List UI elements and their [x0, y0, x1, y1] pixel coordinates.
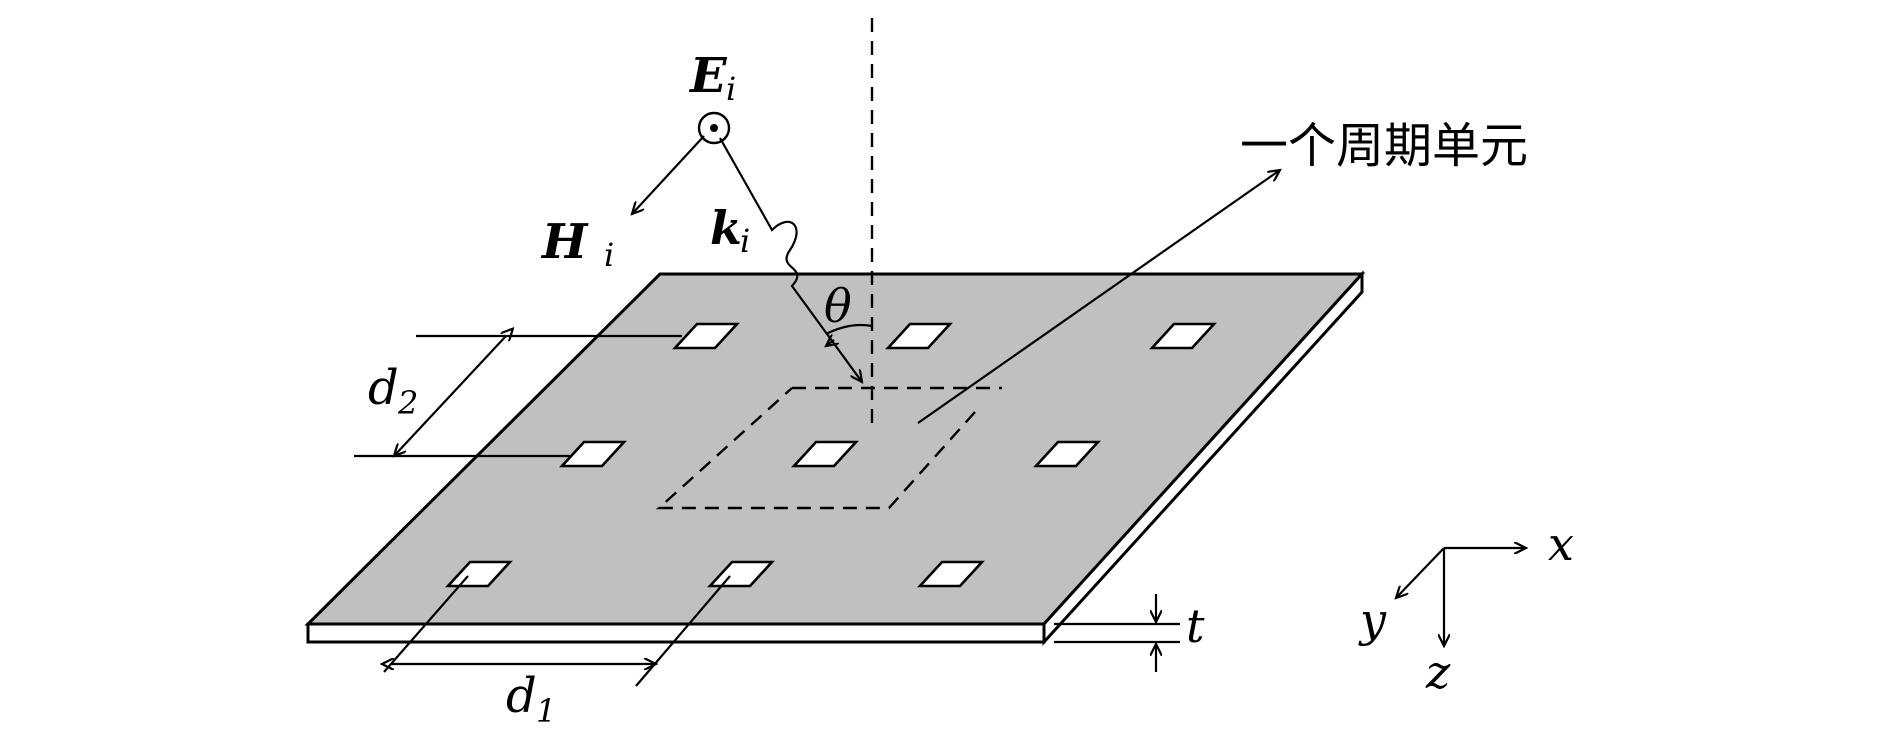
e-field-symbol-icon	[697, 111, 731, 145]
period-y-label: d	[368, 360, 399, 416]
aperture	[885, 322, 953, 350]
thickness-label: t	[1186, 599, 1205, 653]
dimension-arrow	[394, 336, 506, 456]
angle-arc	[825, 323, 873, 335]
period-y-subscript: 2	[397, 384, 418, 422]
angle-arc-arrow	[826, 340, 834, 346]
y-axis-label: y	[1358, 593, 1387, 647]
period-x-dimension: d 1	[383, 575, 731, 730]
e-field-dot-icon	[710, 124, 718, 132]
aperture	[917, 560, 985, 588]
angle-label: θ	[824, 279, 852, 333]
incident-wave	[632, 111, 873, 382]
h-field-subscript: i	[604, 236, 614, 274]
h-field-label: H	[540, 214, 589, 270]
e-field-subscript: i	[726, 70, 736, 108]
h-field-arrow	[632, 135, 705, 214]
unit-cell-pointer	[917, 170, 1280, 424]
aperture	[791, 440, 859, 468]
aperture	[1149, 322, 1217, 350]
x-axis-label: x	[1548, 517, 1574, 571]
aperture	[1033, 440, 1101, 468]
period-x-subscript: 1	[536, 692, 556, 730]
aperture	[559, 440, 627, 468]
period-x-label: d	[506, 668, 537, 724]
y-axis-arrow	[1396, 547, 1445, 598]
k-vector-label: k	[710, 201, 742, 255]
coordinate-axes: x y z	[1358, 517, 1574, 699]
period-y-dimension: d 2	[354, 336, 682, 456]
aperture	[672, 322, 740, 350]
extension-line	[383, 575, 469, 673]
plate-side-edge	[1042, 270, 1364, 646]
k-vector-subscript: i	[740, 222, 750, 260]
k-vector-arrow	[719, 137, 862, 382]
e-field-label: E	[688, 48, 728, 104]
thickness-dimension: t	[1054, 594, 1205, 672]
z-axis-label: z	[1425, 645, 1451, 699]
unit-cell-label: 一个周期单元	[1240, 118, 1528, 174]
